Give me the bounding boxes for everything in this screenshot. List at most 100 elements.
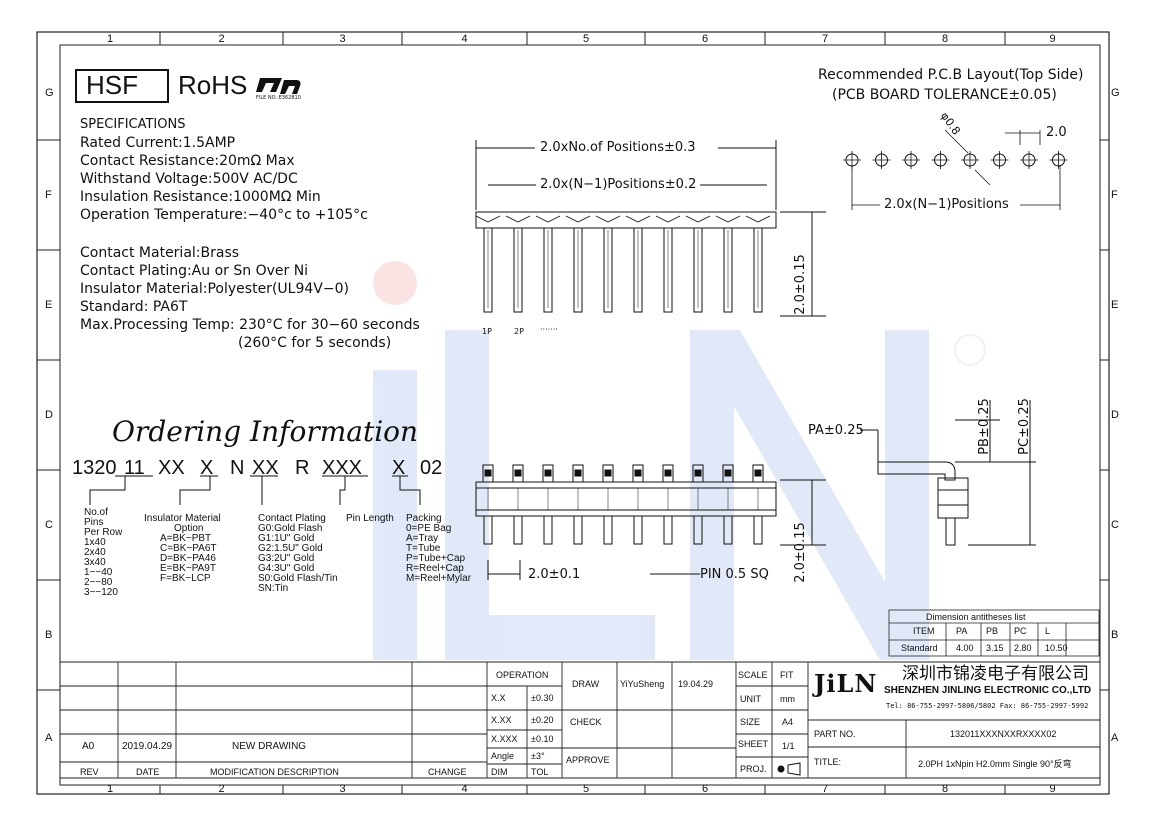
pin-top [482,464,494,483]
plating-option: G3:2U" Gold [258,553,315,564]
projection-icon [777,762,801,776]
pin-1p-label: 1P [482,327,492,336]
pin-top [632,464,644,483]
row-label-right: C [1111,519,1119,531]
spec-line: Contact Resistance:20mΩ Max [80,153,295,169]
title-label: TITLE: [814,757,842,767]
pin-square [604,469,612,477]
insulator-option: Option [174,523,204,534]
plating-option: G2:1.5U" Gold [258,543,323,554]
pin-top [722,464,734,483]
spec-title: SPECIFICATIONS [80,117,186,132]
dimension-table [888,609,1100,657]
pins-option: 1−−40 [84,567,113,578]
plating-option: G4:3U" Gold [258,563,315,574]
pin-top [602,464,614,483]
top-view-header [475,464,826,580]
tolerance-dim: Angle [491,751,515,761]
pin [723,227,733,313]
packing-option: 0=PE Bag [406,523,452,534]
insulator-notch [565,215,591,223]
size-value: A4 [782,717,794,727]
col-label-top: 4 [461,33,468,45]
tolerance-dim: DIM [491,767,508,777]
pin-bottom [543,515,553,545]
row-label-left: D [45,409,53,421]
draw-date: 19.04.29 [678,679,714,689]
plating-option: G0:Gold Flash [258,523,323,534]
company-contact: Tel: 86-755-2997-5806/5802 Fax: 86-755-2… [886,702,1089,710]
watermark-logo [373,261,986,660]
pin [543,227,553,313]
order-code-part: 1320 [72,457,117,479]
row-label-right: A [1111,731,1119,744]
pin-square [694,469,702,477]
pins-option: 1x40 [84,537,106,548]
col-label-top: 5 [583,33,590,45]
pin-square [544,469,552,477]
dimension-value: 10.50 [1045,643,1068,653]
lower-height-dim: 2.0±0.15 [792,522,808,583]
col-label-bottom: 1 [107,783,114,795]
dimension-value: Standard [901,643,938,653]
pin-bottom [693,515,703,545]
dimension-header: PB [986,626,999,636]
pcb-title: Recommended P.C.B Layout(Top Side) [818,67,1084,83]
tolerance-dim: X.XXX [491,734,518,744]
company-name-en: SHENZHEN JINLING ELECTRONIC CO.,LTD [884,685,1092,696]
date-value: 2019.04.29 [122,741,173,752]
col-label-bottom: 5 [583,783,590,795]
spec-line: Insulation Resistance:1000MΩ Min [80,189,321,205]
col-label-top: 1 [107,33,114,45]
desc-header: MODIFICATION DESCRIPTION [210,767,339,777]
pin [513,227,523,313]
approve-label: APPROVE [566,755,610,765]
ordering-title: Ordering Information [112,415,419,448]
pin-length-label: Pin Length [346,513,394,524]
pin [603,227,613,313]
row-label-left: F [45,189,52,201]
pin-bottom [753,515,763,545]
dimension-table-title: Dimension antitheses list [926,612,1026,622]
pins-option: No.of [84,507,108,518]
pins-option: 3−−120 [84,587,118,598]
tolerance-dim: X.X [491,693,506,703]
unit-label: UNIT [740,694,761,704]
insulator-option: A=BK−PBT [160,533,212,544]
pcb-span-dim: 2.0x(N−1)Positions [884,197,1009,212]
front-view-header [475,140,826,317]
insulator-notch [715,215,741,223]
ordering-leaders [89,475,421,505]
pin-bottom [603,515,613,545]
pins-option: Per Row [84,527,123,538]
pin-top [542,464,554,483]
pin-size-dim: PIN 0.5 SQ [700,567,769,582]
insulator-option: C=BK−PA6T [160,543,217,554]
pin [693,227,703,313]
material-line: Contact Material:Brass [80,245,240,261]
material-line: Insulator Material:Polyester(UL94V−0) [80,281,349,297]
packing-option: P=Tube+Cap [406,553,466,564]
scale-value: FIT [780,670,794,680]
dimension-value: 4.00 [956,643,974,653]
pin-top [692,464,704,483]
insulator-option: D=BK−PA46 [160,553,216,564]
insulator-option: E=BK−PA9T [160,563,216,574]
row-label-left: B [45,629,53,641]
front-overall-dim: 2.0xNo.of Positions±0.3 [540,140,696,155]
plating-option: S0:Gold Flash/Tin [258,573,338,584]
col-label-top: 2 [218,33,225,45]
pitch-dim: 2.0±0.1 [528,567,581,582]
row-label-left: G [45,86,54,99]
date-header: DATE [136,767,160,777]
change-header: CHANGE [428,767,467,777]
insulator-option: Insulator Material [144,513,221,524]
order-code-part: X [392,457,406,479]
pin-bottom [483,515,493,545]
order-code-part: 11 [124,457,145,479]
sheet-value: 1/1 [782,741,795,751]
row-label-right: E [1111,299,1119,311]
order-code-part: XXX [322,457,363,479]
plating-option: Contact Plating [258,513,326,524]
row-label-left: C [45,519,53,531]
